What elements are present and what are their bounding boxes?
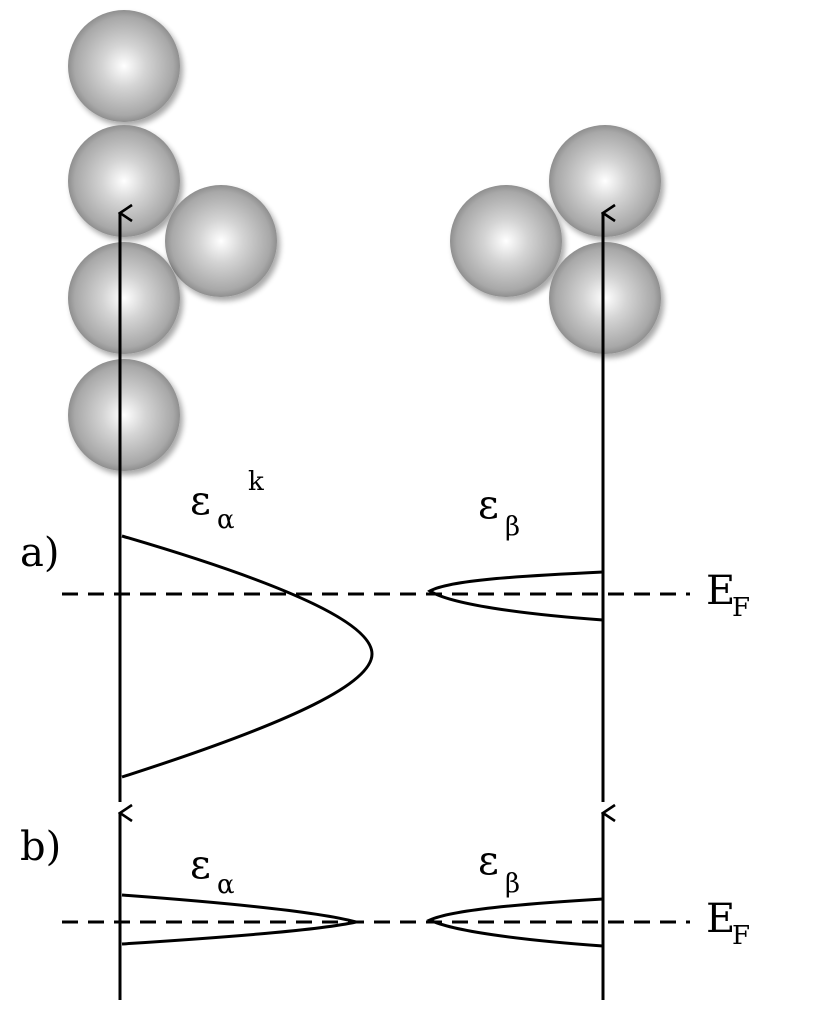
eps-symbol: ε <box>478 838 499 884</box>
label-eps-alpha-k: ε α k <box>190 467 264 535</box>
panel-b-label: b) <box>20 824 61 870</box>
fermi-E: E <box>706 896 735 942</box>
atom-left-4 <box>68 359 180 471</box>
beta-subscript: β <box>505 512 520 542</box>
fermi-E: E <box>706 568 735 614</box>
right-atom-cluster <box>450 125 661 354</box>
atom-right-side <box>450 185 562 297</box>
atom-left-side <box>165 185 277 297</box>
eps-symbol: ε <box>190 842 211 888</box>
atom-left-3 <box>68 242 180 354</box>
label-eps-beta-b: ε β <box>478 838 520 899</box>
band-alpha-narrow-b <box>121 893 357 946</box>
k-superscript: k <box>248 467 264 497</box>
atom-right-top <box>549 125 661 237</box>
fermi-subscript: F <box>732 921 750 951</box>
atom-right-bottom <box>549 242 661 354</box>
eps-symbol: ε <box>190 478 211 524</box>
fermi-subscript: F <box>732 593 750 623</box>
alpha-subscript: α <box>217 505 235 535</box>
band-alpha-broad <box>121 534 374 779</box>
beta-subscript: β <box>505 869 520 899</box>
band-beta-narrow-b <box>426 897 604 948</box>
label-eps-beta-a: ε β <box>478 482 520 542</box>
alpha-subscript: α <box>217 870 235 900</box>
band-beta-narrow-a <box>427 570 604 622</box>
atom-left-2 <box>68 125 180 237</box>
label-fermi-a: E F <box>706 568 750 623</box>
label-fermi-b: E F <box>706 896 750 951</box>
left-atom-cluster <box>68 10 277 471</box>
panel-a-label: a) <box>20 530 59 576</box>
atom-left-1 <box>68 10 180 122</box>
label-eps-alpha-b: ε α <box>190 842 235 900</box>
eps-symbol: ε <box>478 482 499 528</box>
